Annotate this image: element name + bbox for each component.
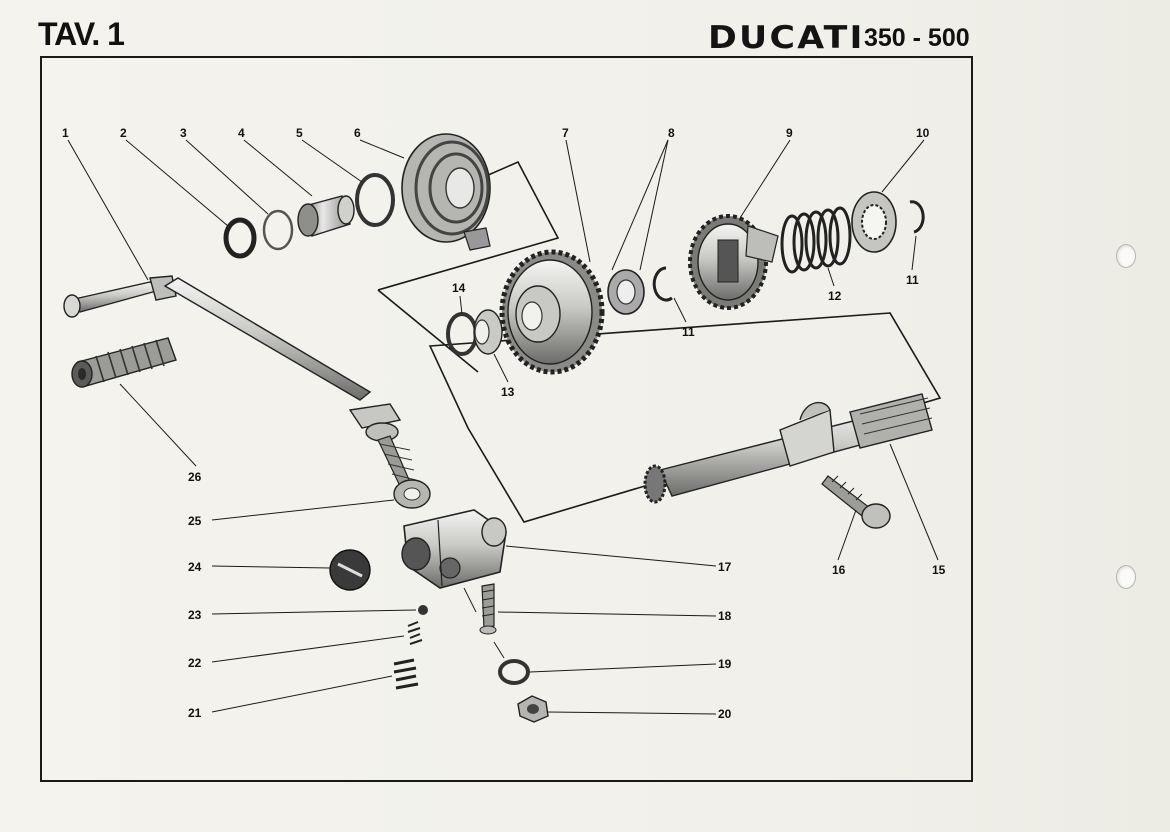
part-6-return-spring [401,133,491,251]
table-label: TAV. 1 [38,16,125,52]
callout-11-lower: 11 [682,325,695,339]
callout-9: 9 [786,126,793,140]
part-18-screw [479,583,497,635]
callout-18: 18 [718,609,732,623]
assembly-outline-upper [377,160,560,291]
part-7-kickstart-gear [499,249,605,375]
callout-2: 2 [120,126,127,140]
part-11-circlip-upper [909,200,925,234]
callout-13: 13 [501,385,515,399]
callout-26: 26 [188,470,202,484]
model-label: 350 - 500 [864,24,970,52]
part-13-spacer [473,309,503,355]
callout-6: 6 [354,126,361,140]
callout-24: 24 [188,560,202,574]
part-15-kickstart-shaft [643,393,933,504]
callout-23: 23 [188,608,202,622]
callout-14: 14 [452,281,466,295]
callout-25: 25 [188,514,202,528]
part-14-ring [446,312,478,356]
part-17-lever-hub [401,509,507,589]
callout-21: 21 [188,706,202,720]
part-20-nut [517,695,549,723]
binder-hole-top [1116,244,1136,268]
callout-22: 22 [188,656,202,670]
callout-3: 3 [180,126,187,140]
part-1-kickstart-lever [63,275,417,487]
diagram-frame [40,56,973,782]
part-21-spring [393,658,419,690]
part-9-ratchet-gear [688,214,779,310]
assembly-outline-left [377,289,479,373]
callout-8: 8 [668,126,675,140]
callout-7: 7 [562,126,569,140]
part-19-washer [498,659,530,685]
callout-numbers: 1 2 3 4 5 6 7 8 9 10 11 11 12 13 14 15 1… [62,126,946,721]
callout-1: 1 [62,126,69,140]
callout-10: 10 [916,126,930,140]
callout-17: 17 [718,560,732,574]
part-24-plug-screw [329,549,371,591]
callout-15: 15 [932,563,946,577]
part-26-rubber-grip [71,337,177,388]
callout-20: 20 [718,707,732,721]
part-25-washer [393,479,431,509]
part-2-seal-ring [223,217,257,259]
part-11-circlip-lower [652,266,673,302]
binder-hole-bottom [1116,565,1136,589]
callout-4: 4 [238,126,245,140]
part-22-small-spring [407,621,423,645]
part-5-thrust-washer [355,173,395,227]
part-23-ball [418,605,428,615]
leader-lines [67,139,939,715]
callout-19: 19 [718,657,732,671]
callout-12: 12 [828,289,842,303]
callout-5: 5 [296,126,303,140]
brand-logo: DUCATI [708,20,865,56]
part-12-coil-spring [780,206,852,274]
part-8-ratchet-plate [607,269,645,315]
part-16-stop-bolt [821,475,891,529]
callout-16: 16 [832,563,846,577]
part-10-splined-washer [851,191,897,253]
callout-11-upper: 11 [906,273,919,287]
part-4-bushing [297,195,355,237]
part-3-washer [262,209,294,251]
